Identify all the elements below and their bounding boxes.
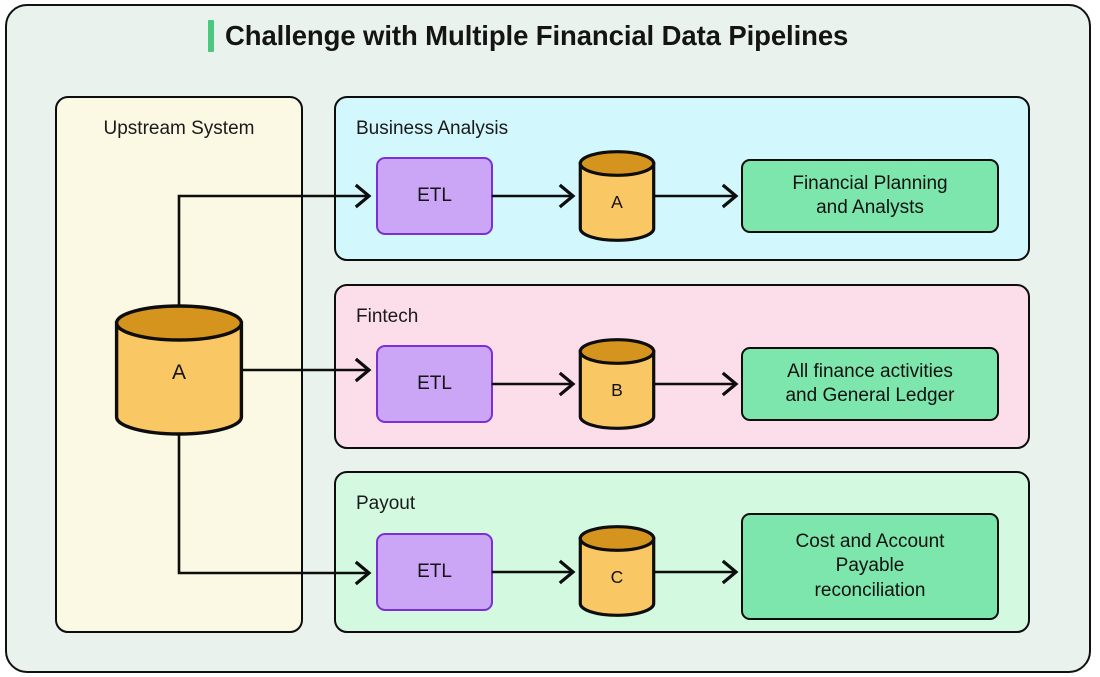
database-upstream-a[interactable]: A (114, 304, 244, 436)
database-cylinder-icon (578, 338, 656, 430)
panel-upstream-label: Upstream System (103, 118, 255, 139)
panel-business-analysis-label: Business Analysis (356, 118, 509, 139)
panel-fintech-label: Fintech (356, 306, 419, 327)
page-title: Challenge with Multiple Financial Data P… (208, 14, 848, 58)
title-accent-bar (208, 20, 214, 52)
consumer-box-business-analysis[interactable]: Financial Planning and Analysts (741, 159, 999, 233)
database-cylinder-icon (578, 150, 656, 242)
database-cylinder-icon (114, 304, 244, 436)
consumer-box-fintech[interactable]: All finance activities and General Ledge… (741, 347, 999, 421)
database-payout[interactable]: C (578, 525, 656, 617)
panel-payout-label: Payout (356, 493, 416, 514)
database-business-analysis[interactable]: A (578, 150, 656, 242)
etl-box-business-analysis[interactable]: ETL (376, 157, 493, 235)
database-fintech[interactable]: B (578, 338, 656, 430)
database-cylinder-icon (578, 525, 656, 617)
etl-box-fintech[interactable]: ETL (376, 345, 493, 423)
page-title-text: Challenge with Multiple Financial Data P… (225, 20, 849, 51)
etl-box-payout[interactable]: ETL (376, 533, 493, 611)
consumer-box-payout[interactable]: Cost and Account Payable reconciliation (741, 513, 999, 620)
